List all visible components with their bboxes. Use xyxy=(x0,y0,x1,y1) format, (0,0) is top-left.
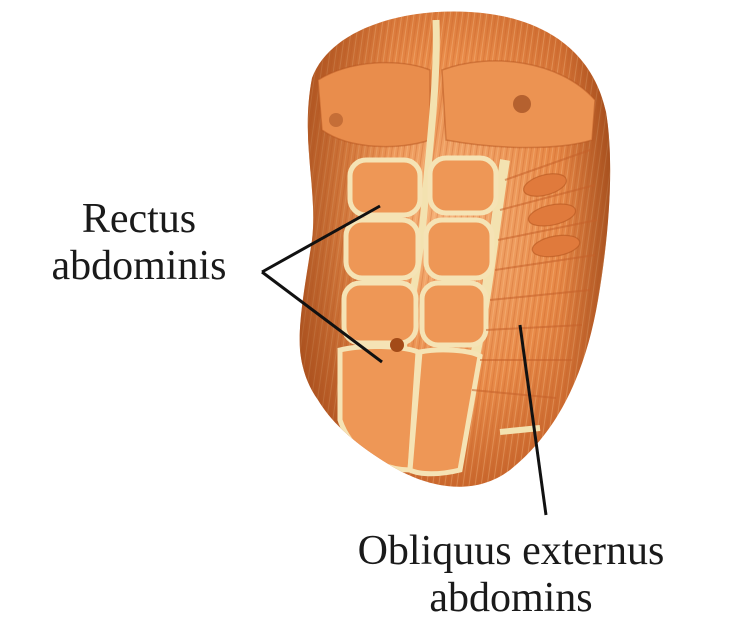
label-rectus-line2: abdominis xyxy=(14,243,264,290)
torso-illustration xyxy=(290,0,630,500)
label-rectus-line1: Rectus xyxy=(14,196,264,243)
label-obliquus-line2: abdomins xyxy=(296,575,726,622)
nipple-right xyxy=(513,95,531,113)
pectoral-left xyxy=(318,63,430,147)
label-obliquus-externus: Obliquus externus abdomins xyxy=(296,528,726,622)
navel xyxy=(390,338,404,352)
label-obliquus-line1: Obliquus externus xyxy=(296,528,726,575)
label-rectus-abdominis: Rectus abdominis xyxy=(14,196,264,290)
